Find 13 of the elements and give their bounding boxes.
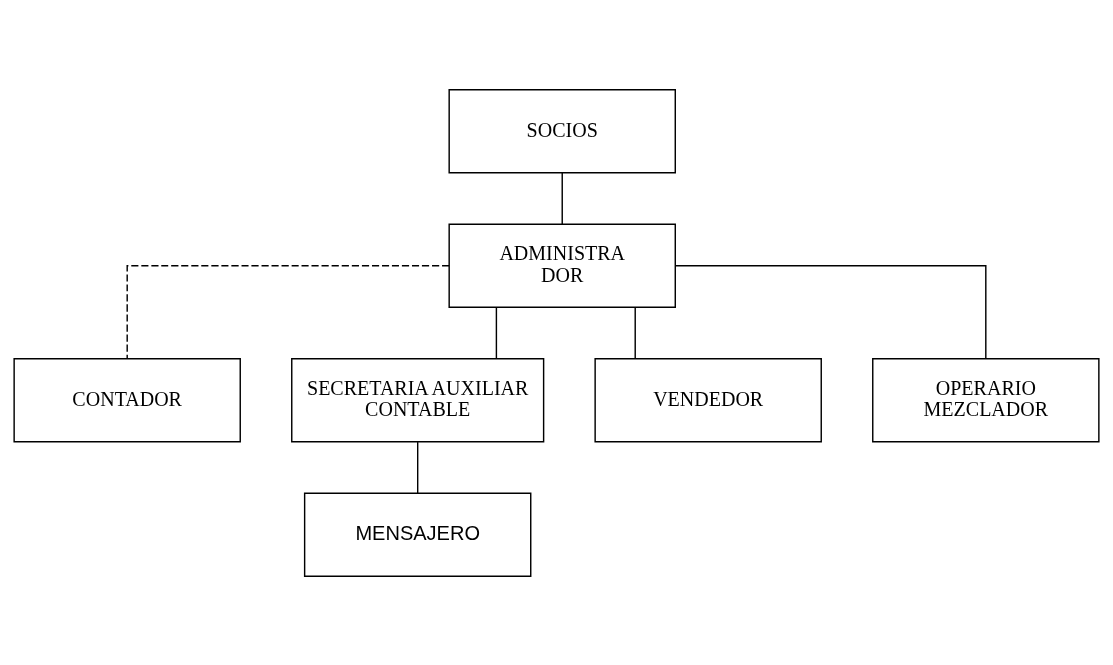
connector <box>416 440 419 494</box>
node-box: CONTADOR <box>13 357 241 442</box>
node-box: MENSAJERO <box>303 492 532 577</box>
node-box: SECRETARIA AUXILIAR CONTABLE <box>291 357 545 442</box>
node-box: SOCIOS <box>448 88 676 173</box>
node-box: ADMINISTRA DOR <box>448 223 676 308</box>
connector <box>561 171 563 225</box>
node-box: OPERARIO MEZCLADOR <box>872 357 1100 442</box>
connector <box>675 264 987 359</box>
connector <box>495 306 498 359</box>
node-box: VENDEDOR <box>594 357 822 442</box>
connector <box>634 306 636 359</box>
connector <box>126 264 450 359</box>
